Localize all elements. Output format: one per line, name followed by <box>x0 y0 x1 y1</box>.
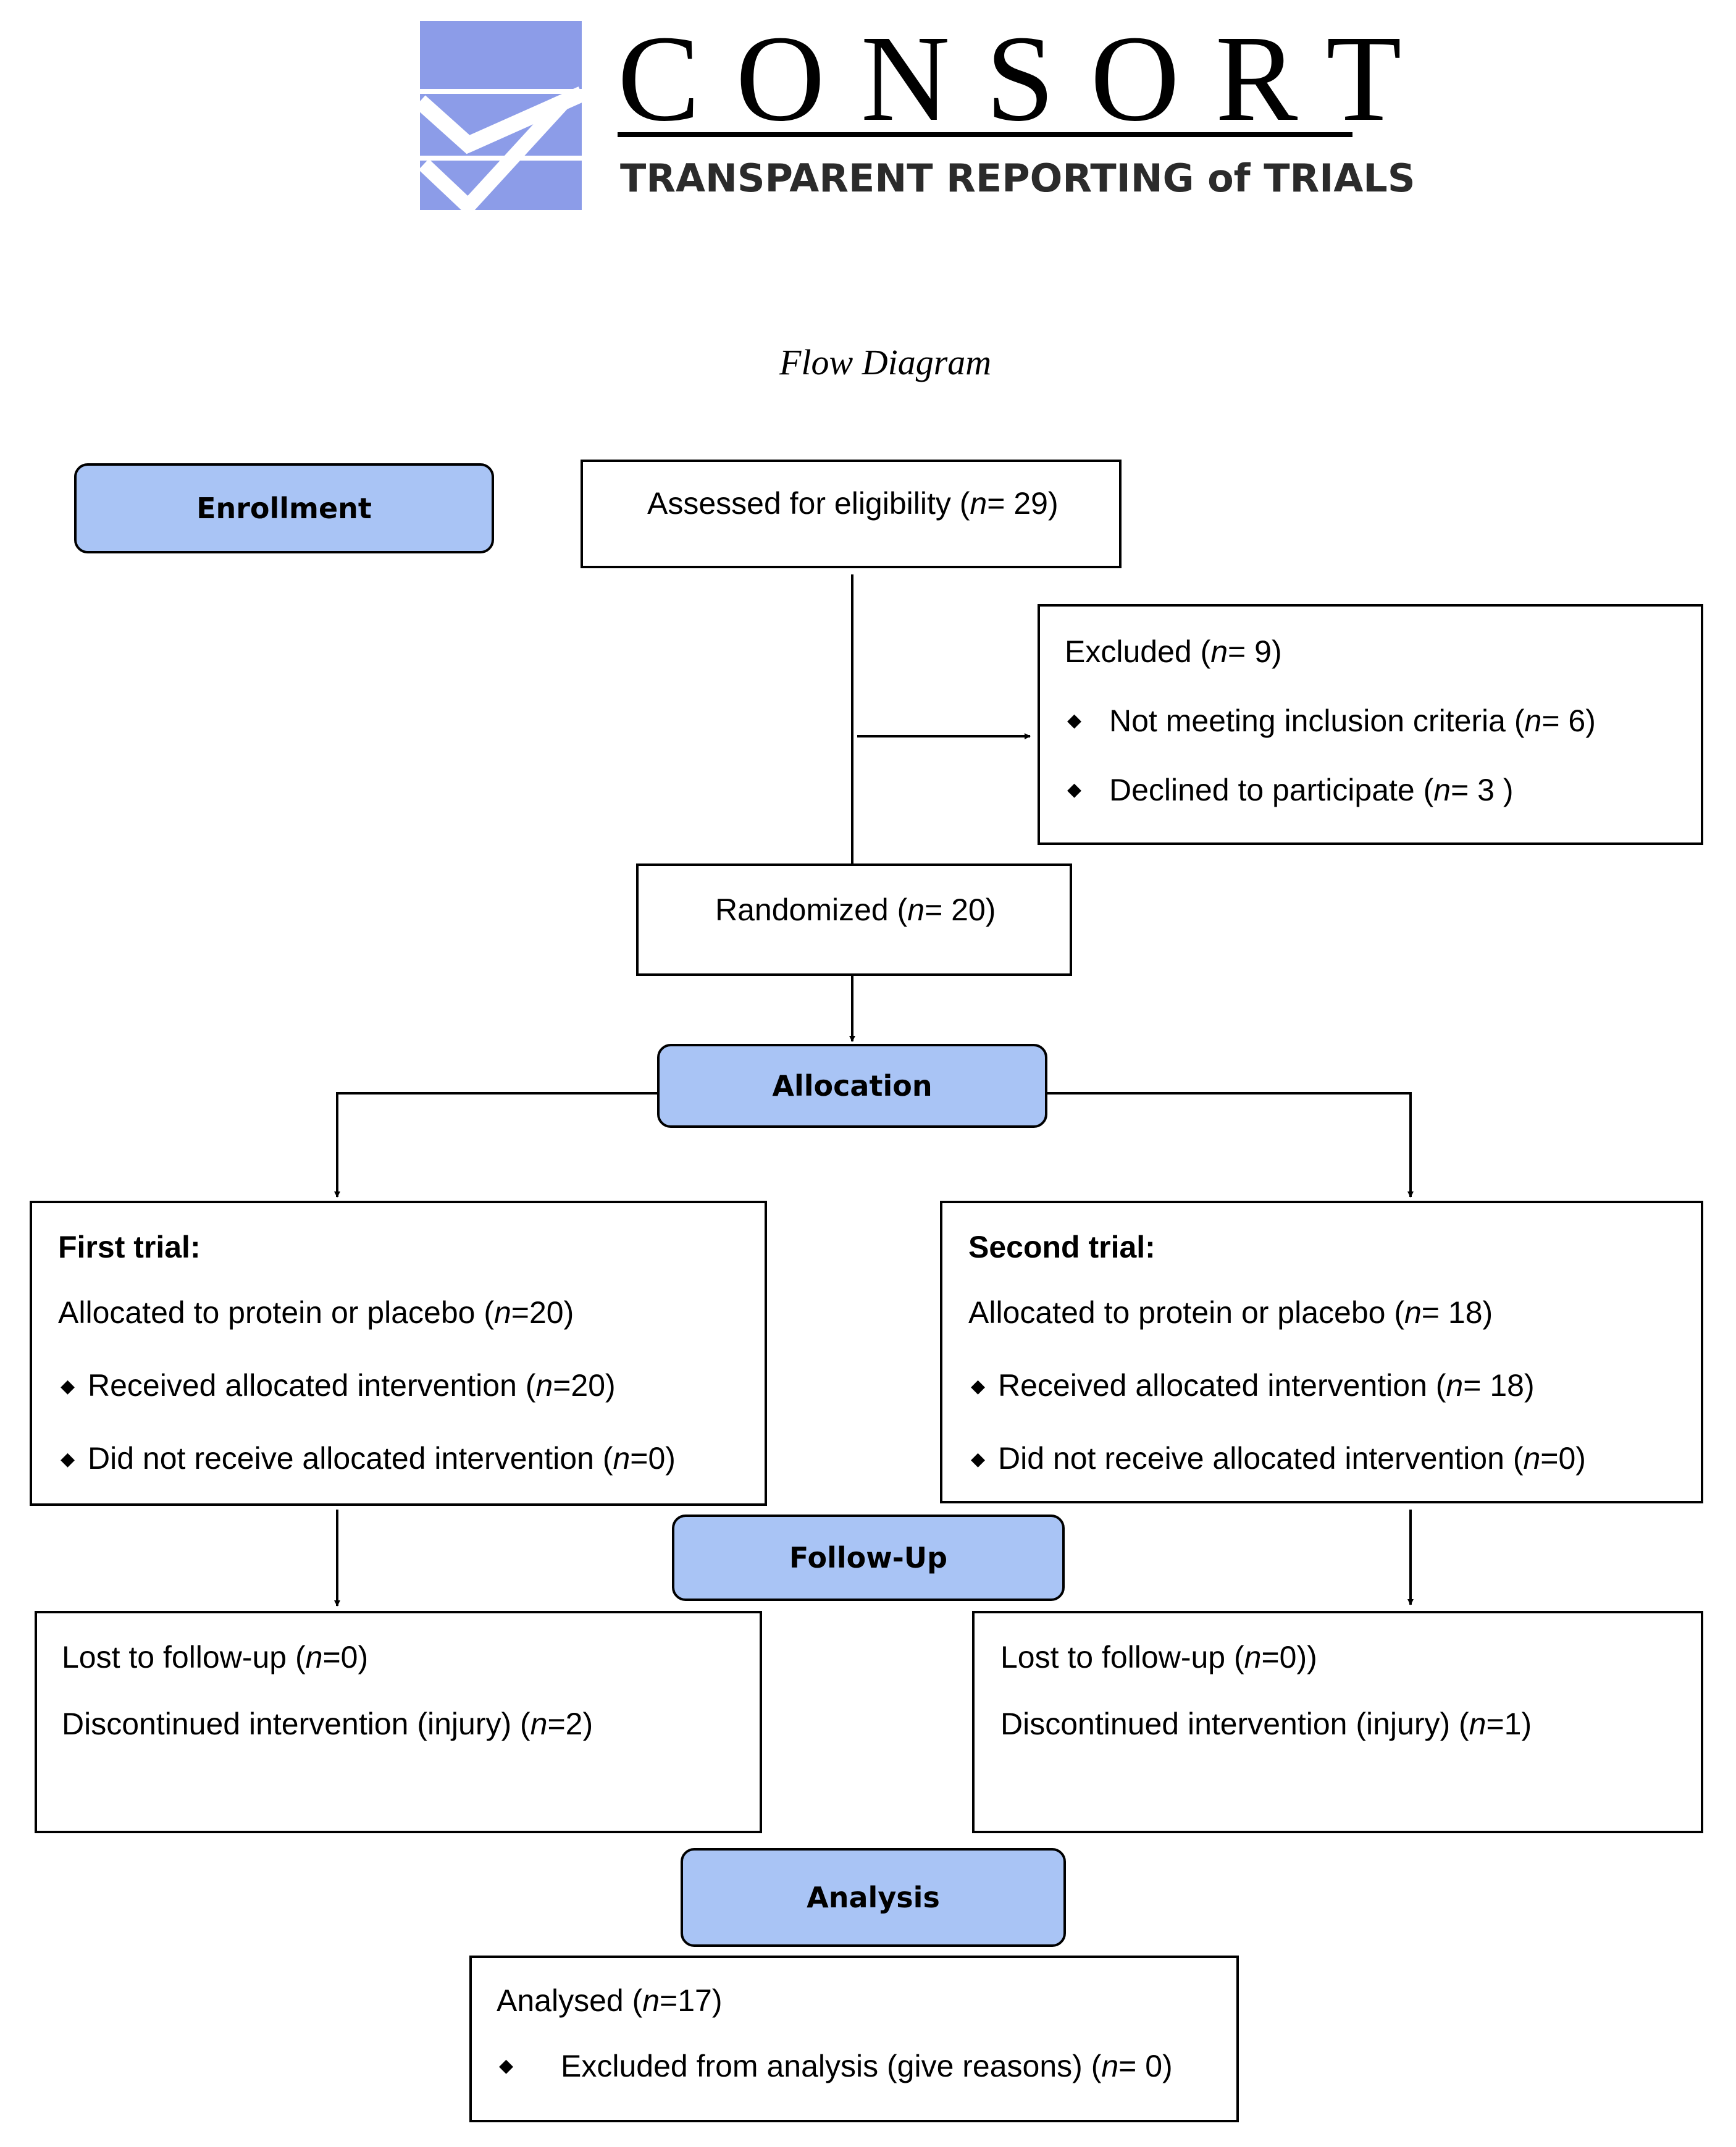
assessed-box: Assessed for eligibility (n= 29) <box>581 460 1122 568</box>
first-trial-heading: First trial: <box>58 1230 201 1264</box>
bullet-icon: ◆ <box>1067 779 1082 800</box>
second-trial-heading: Second trial: <box>968 1230 1155 1264</box>
first-trial-allocated: Allocated to protein or placebo (n=20) <box>58 1295 574 1330</box>
logo-tagline: TRANSPARENT REPORTING of TRIALS <box>620 156 1415 201</box>
second-followup-box: Lost to follow-up (n=0)) Discontinued in… <box>972 1611 1703 1833</box>
stage-analysis: Analysis <box>681 1848 1066 1947</box>
bullet-icon: ◆ <box>971 1449 986 1469</box>
arrow-allocation-to-first <box>334 1092 660 1198</box>
stage-follow-up: Follow-Up <box>672 1515 1065 1601</box>
first-discontinued: Discontinued intervention (injury) (n=2) <box>62 1707 593 1741</box>
bullet-icon: ◆ <box>499 2056 514 2076</box>
excluded-box: Excluded (n= 9) ◆ Not meeting inclusion … <box>1038 604 1703 845</box>
first-trial-box: First trial: Allocated to protein or pla… <box>30 1201 767 1506</box>
consort-logo-icon <box>420 21 585 212</box>
logo-wordmark: CONSORT <box>618 11 1438 147</box>
bullet-icon: ◆ <box>971 1376 986 1397</box>
second-trial-allocated: Allocated to protein or placebo (n= 18) <box>968 1295 1493 1330</box>
arrow-allocation-to-second <box>1046 1092 1414 1198</box>
randomized-box: Randomized (n= 20) <box>636 863 1072 976</box>
first-lost-to-follow-up: Lost to follow-up (n=0) <box>62 1640 369 1674</box>
diagram-title: Flow Diagram <box>779 342 992 382</box>
second-discontinued: Discontinued intervention (injury) (n=1) <box>1000 1707 1532 1741</box>
second-trial-not-received: Did not receive allocated intervention (… <box>998 1441 1586 1476</box>
second-trial-box: Second trial: Allocated to protein or pl… <box>940 1201 1703 1503</box>
first-trial-received: Received allocated intervention (n=20) <box>88 1368 616 1403</box>
first-followup-box: Lost to follow-up (n=0) Discontinued int… <box>35 1611 762 1833</box>
excluded-item: Not meeting inclusion criteria (n= 6) <box>1109 704 1596 738</box>
second-lost-to-follow-up: Lost to follow-up (n=0)) <box>1000 1640 1317 1674</box>
bullet-icon: ◆ <box>61 1449 75 1469</box>
stage-enrollment: Enrollment <box>74 463 494 553</box>
analysed-text: Analysed (n=17) <box>497 1983 723 2018</box>
excluded-item: Declined to participate (n= 3 ) <box>1109 773 1514 807</box>
bullet-icon: ◆ <box>1067 710 1082 731</box>
first-trial-not-received: Did not receive allocated intervention (… <box>88 1441 676 1476</box>
excluded-heading: Excluded (n= 9) <box>1065 634 1282 669</box>
analysed-excluded: Excluded from analysis (give reasons) (n… <box>561 2049 1173 2083</box>
stage-allocation: Allocation <box>657 1044 1047 1128</box>
analysed-box: Analysed (n=17) ◆ Excluded from analysis… <box>469 1956 1239 2122</box>
randomized-text: Randomized (n= 20) <box>715 893 996 927</box>
assessed-text: Assessed for eligibility (n= 29) <box>647 486 1059 521</box>
second-trial-received: Received allocated intervention (n= 18) <box>998 1368 1535 1403</box>
bullet-icon: ◆ <box>61 1376 75 1397</box>
logo-divider <box>618 132 1352 137</box>
